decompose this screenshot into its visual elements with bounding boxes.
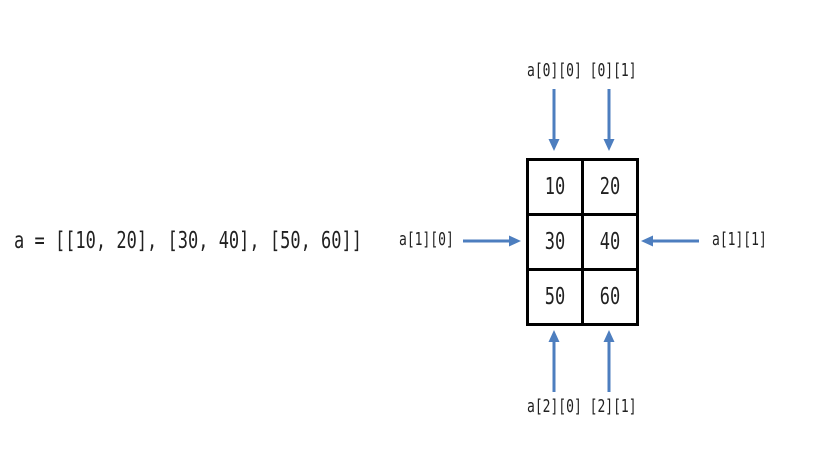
label-row0-indices: a[0][0] [0][1] — [527, 61, 637, 82]
array-cell-1-0: 30 — [529, 216, 581, 268]
arrow-down-to-a01-icon — [603, 89, 615, 151]
arrow-left-to-a11-icon — [641, 235, 699, 247]
arrow-down-to-a00-icon — [548, 89, 560, 151]
label-a11: a[1][1] — [712, 230, 767, 251]
array-cell-2-0: 50 — [529, 271, 581, 323]
label-row2-indices: a[2][0] [2][1] — [527, 397, 637, 418]
array-grid: 10 20 30 40 50 60 — [526, 158, 639, 326]
arrow-up-to-a20-icon — [548, 330, 560, 392]
array-expression-text: a = [[10, 20], [30, 40], [50, 60]] — [14, 227, 362, 255]
array-cell-2-1: 60 — [584, 271, 636, 323]
arrow-right-to-a10-icon — [463, 235, 521, 247]
arrow-up-to-a21-icon — [603, 330, 615, 392]
label-a10: a[1][0] — [399, 230, 454, 251]
array-expression: a = [[10, 20], [30, 40], [50, 60]] — [14, 227, 362, 255]
array-cell-0-1: 20 — [584, 161, 636, 213]
array-cell-1-1: 40 — [584, 216, 636, 268]
array-cell-0-0: 10 — [529, 161, 581, 213]
